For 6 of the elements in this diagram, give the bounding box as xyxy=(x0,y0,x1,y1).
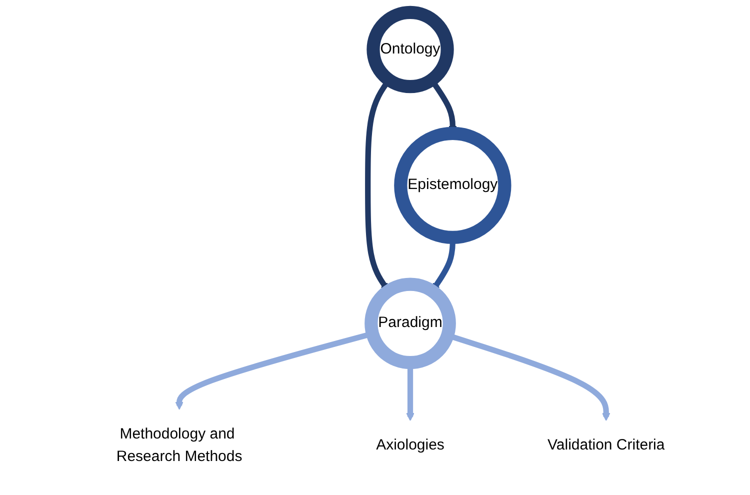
node-text: Axiologies xyxy=(376,438,444,454)
node-text: Methodology and Research Methods xyxy=(116,426,242,465)
node-text: Validation Criteria xyxy=(547,438,665,454)
node-circle: Epistemology xyxy=(394,126,512,244)
node-circle: Paradigm xyxy=(364,278,456,370)
node-circle: Ontology xyxy=(366,6,454,94)
